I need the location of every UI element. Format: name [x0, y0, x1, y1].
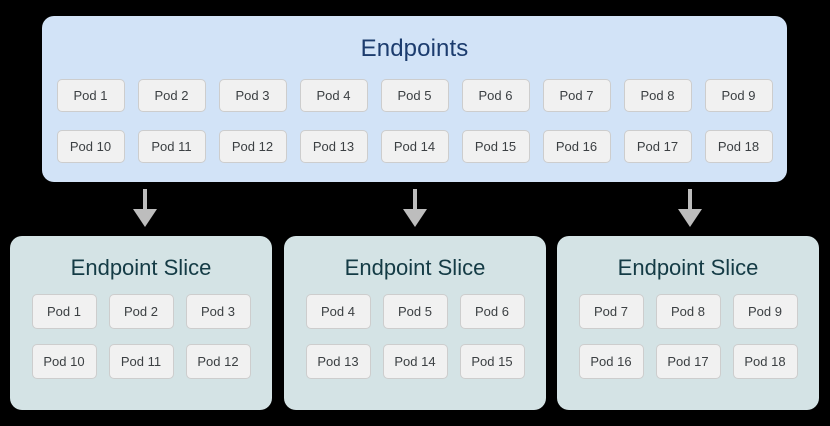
pod-box: Pod 11	[108, 344, 174, 379]
pod-box: Pod 5	[380, 79, 449, 112]
pod-box: Pod 16	[542, 130, 611, 163]
slice-pod-row-1: Pod 4 Pod 5 Pod 6	[284, 294, 546, 329]
pod-box: Pod 1	[31, 294, 97, 329]
pod-box: Pod 6	[459, 294, 525, 329]
pod-box: Pod 2	[108, 294, 174, 329]
slice-pod-row-1: Pod 1 Pod 2 Pod 3	[10, 294, 272, 329]
pod-box: Pod 11	[137, 130, 206, 163]
endpoint-slice-title: Endpoint Slice	[617, 255, 759, 280]
pod-box: Pod 3	[185, 294, 251, 329]
pod-box: Pod 5	[382, 294, 448, 329]
pod-box: Pod 15	[461, 130, 530, 163]
slice-pod-row-2: Pod 13 Pod 14 Pod 15	[284, 344, 546, 379]
pod-box: Pod 10	[56, 130, 125, 163]
pod-box: Pod 7	[578, 294, 644, 329]
pod-box: Pod 15	[459, 344, 525, 379]
endpoint-slice-title: Endpoint Slice	[70, 255, 212, 280]
pod-box: Pod 12	[185, 344, 251, 379]
arrow-stem	[413, 189, 417, 211]
endpoint-slice-panel-3: Endpoint Slice Pod 7 Pod 8 Pod 9 Pod 16 …	[557, 236, 819, 410]
pod-box: Pod 16	[578, 344, 644, 379]
pod-box: Pod 18	[704, 130, 773, 163]
arrow-stem	[143, 189, 147, 211]
pod-box: Pod 13	[299, 130, 368, 163]
arrow-head	[678, 209, 702, 227]
pod-box: Pod 17	[623, 130, 692, 163]
pod-box: Pod 10	[31, 344, 97, 379]
pod-box: Pod 4	[305, 294, 371, 329]
pod-box: Pod 2	[137, 79, 206, 112]
endpoint-slice-panel-2: Endpoint Slice Pod 4 Pod 5 Pod 6 Pod 13 …	[284, 236, 546, 410]
arrow-down-icon	[678, 189, 702, 227]
arrow-head	[133, 209, 157, 227]
arrow-stem	[688, 189, 692, 211]
pod-box: Pod 7	[542, 79, 611, 112]
endpoints-pod-row-1: Pod 1 Pod 2 Pod 3 Pod 4 Pod 5 Pod 6 Pod …	[42, 79, 787, 112]
pod-box: Pod 17	[655, 344, 721, 379]
slice-pod-row-1: Pod 7 Pod 8 Pod 9	[557, 294, 819, 329]
endpoints-pod-row-2: Pod 10 Pod 11 Pod 12 Pod 13 Pod 14 Pod 1…	[42, 130, 787, 163]
pod-box: Pod 8	[623, 79, 692, 112]
pod-box: Pod 1	[56, 79, 125, 112]
pod-box: Pod 14	[380, 130, 449, 163]
pod-box: Pod 6	[461, 79, 530, 112]
slice-pod-row-2: Pod 10 Pod 11 Pod 12	[10, 344, 272, 379]
pod-box: Pod 9	[704, 79, 773, 112]
pod-box: Pod 12	[218, 130, 287, 163]
pod-box: Pod 13	[305, 344, 371, 379]
arrow-head	[403, 209, 427, 227]
pod-box: Pod 14	[382, 344, 448, 379]
slice-pod-row-2: Pod 16 Pod 17 Pod 18	[557, 344, 819, 379]
pod-box: Pod 9	[732, 294, 798, 329]
pod-box: Pod 8	[655, 294, 721, 329]
arrow-down-icon	[403, 189, 427, 227]
pod-box: Pod 18	[732, 344, 798, 379]
pod-box: Pod 3	[218, 79, 287, 112]
pod-box: Pod 4	[299, 79, 368, 112]
endpoint-slice-title: Endpoint Slice	[344, 255, 486, 280]
endpoints-panel: Endpoints Pod 1 Pod 2 Pod 3 Pod 4 Pod 5 …	[42, 16, 787, 182]
arrow-down-icon	[133, 189, 157, 227]
endpoint-slice-panel-1: Endpoint Slice Pod 1 Pod 2 Pod 3 Pod 10 …	[10, 236, 272, 410]
endpoints-title: Endpoints	[360, 35, 469, 62]
